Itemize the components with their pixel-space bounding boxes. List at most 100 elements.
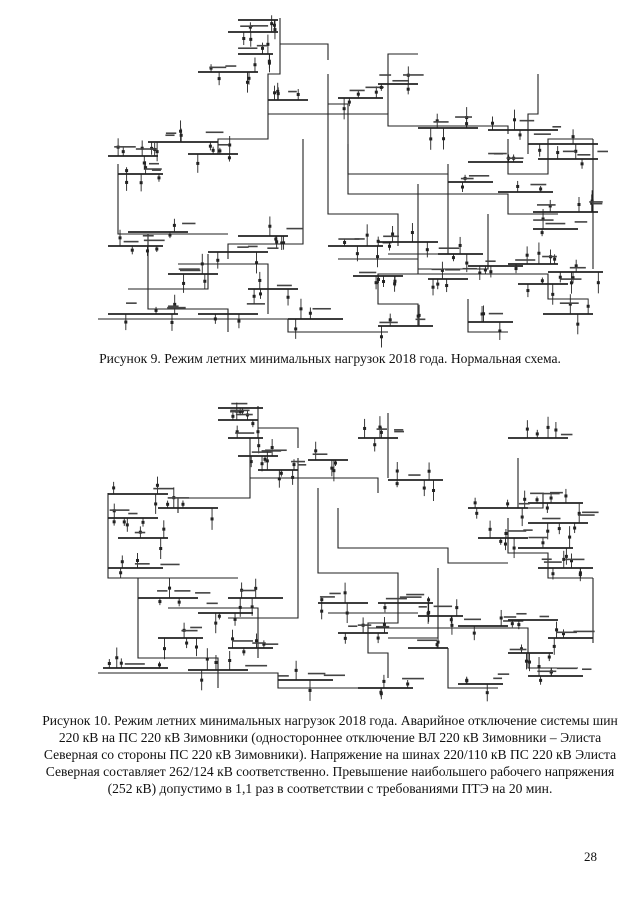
- node-label-mark: [438, 247, 460, 250]
- node-label-mark: [528, 536, 548, 539]
- node-label-mark: [225, 65, 237, 67]
- breaker-symbol: [177, 600, 181, 604]
- breaker-symbol: [537, 665, 541, 669]
- breaker-symbol: [275, 240, 279, 244]
- breaker-symbol: [279, 471, 283, 475]
- breaker-symbol: [568, 535, 572, 539]
- breaker-symbol: [276, 92, 280, 96]
- breaker-symbol: [263, 457, 267, 461]
- node-label-mark: [582, 668, 592, 671]
- breaker-symbol: [242, 37, 246, 41]
- breaker-symbol: [214, 660, 218, 664]
- node-label-mark: [507, 530, 527, 532]
- breaker-symbol: [355, 252, 359, 256]
- node-label-mark: [312, 453, 328, 456]
- node-label-mark: [238, 47, 258, 50]
- breaker-symbol: [194, 645, 198, 649]
- breaker-symbol: [155, 150, 159, 154]
- breaker-symbol: [253, 63, 257, 67]
- transmission-line: [387, 53, 418, 114]
- breaker-symbol: [265, 459, 269, 463]
- node-label-mark: [399, 596, 422, 598]
- caption-line: Северная со стороны ПС 220 кВ Зимовники)…: [43, 747, 617, 762]
- breaker-symbol: [562, 557, 566, 561]
- node-label-mark: [151, 169, 161, 171]
- breaker-symbol: [320, 609, 324, 613]
- node-label-mark: [348, 625, 358, 628]
- transmission-line: [267, 18, 281, 104]
- node-label-mark: [231, 402, 248, 405]
- breaker-symbol: [333, 461, 337, 465]
- node-label-mark: [464, 618, 481, 621]
- node-label-mark: [559, 278, 582, 280]
- breaker-symbol: [163, 647, 167, 651]
- breaker-symbol: [475, 511, 479, 515]
- breaker-symbol: [125, 169, 129, 173]
- transmission-line: [177, 468, 251, 513]
- breaker-symbol: [488, 527, 492, 531]
- breaker-symbol: [376, 278, 380, 282]
- breaker-symbol: [436, 640, 440, 644]
- breaker-symbol: [363, 426, 367, 430]
- breaker-symbol: [245, 80, 249, 84]
- breaker-symbol: [541, 217, 545, 221]
- breaker-symbol: [181, 502, 185, 506]
- node-label-mark: [167, 497, 190, 499]
- breaker-symbol: [231, 637, 235, 641]
- breaker-symbol: [379, 430, 383, 434]
- transmission-line: [227, 139, 304, 259]
- node-label-mark: [190, 626, 203, 629]
- breaker-symbol: [217, 614, 221, 618]
- breaker-symbol: [203, 279, 207, 283]
- caption-line: 220 кВ на ПС 220 кВ Зимовники (односторо…: [58, 730, 602, 745]
- breaker-symbol: [382, 679, 386, 683]
- breaker-symbol: [553, 257, 557, 261]
- caption-line: Рисунок 10. Режим летних минимальных наг…: [42, 713, 618, 728]
- node-label-mark: [109, 509, 130, 511]
- breaker-symbol: [342, 107, 346, 111]
- transmission-line: [527, 74, 539, 154]
- breaker-symbol: [280, 241, 284, 245]
- breaker-symbol: [166, 502, 170, 506]
- transmission-line: [447, 648, 498, 689]
- node-label-mark: [460, 177, 474, 180]
- node-label-mark: [415, 318, 426, 321]
- breaker-symbol: [513, 118, 517, 122]
- breaker-symbol: [406, 87, 410, 91]
- breaker-symbol: [272, 23, 276, 27]
- node-label-mark: [252, 642, 266, 644]
- node-label-mark: [286, 227, 303, 230]
- node-label-mark: [167, 306, 186, 309]
- node-label-mark: [582, 511, 599, 514]
- node-label-mark: [406, 593, 425, 596]
- node-label-mark: [165, 134, 175, 137]
- breaker-symbol: [540, 231, 544, 235]
- node-label-mark: [247, 245, 258, 248]
- breaker-symbol: [577, 511, 581, 515]
- breaker-symbol: [157, 663, 161, 667]
- breaker-symbol: [547, 655, 551, 659]
- breaker-symbol: [525, 253, 529, 257]
- breaker-symbol: [218, 149, 222, 153]
- breaker-symbol: [558, 275, 562, 279]
- breaker-symbol: [308, 688, 312, 692]
- node-label-mark: [597, 150, 608, 153]
- breaker-symbol: [574, 149, 578, 153]
- node-label-mark: [592, 202, 603, 205]
- node-label-mark: [250, 25, 269, 27]
- node-label-mark: [261, 450, 282, 452]
- node-label-mark: [265, 643, 279, 645]
- breaker-symbol: [540, 279, 544, 283]
- node-label-mark: [240, 589, 256, 592]
- breaker-symbol: [228, 659, 232, 663]
- node-label-mark: [530, 183, 547, 186]
- breaker-symbol: [538, 148, 542, 152]
- breaker-symbol: [596, 281, 600, 285]
- breaker-symbol: [539, 678, 543, 682]
- breaker-symbol: [205, 657, 209, 661]
- breaker-symbol: [465, 122, 469, 126]
- breaker-symbol: [276, 89, 280, 93]
- breaker-symbol: [231, 414, 235, 418]
- node-label-mark: [291, 460, 306, 463]
- breaker-symbol: [564, 554, 568, 558]
